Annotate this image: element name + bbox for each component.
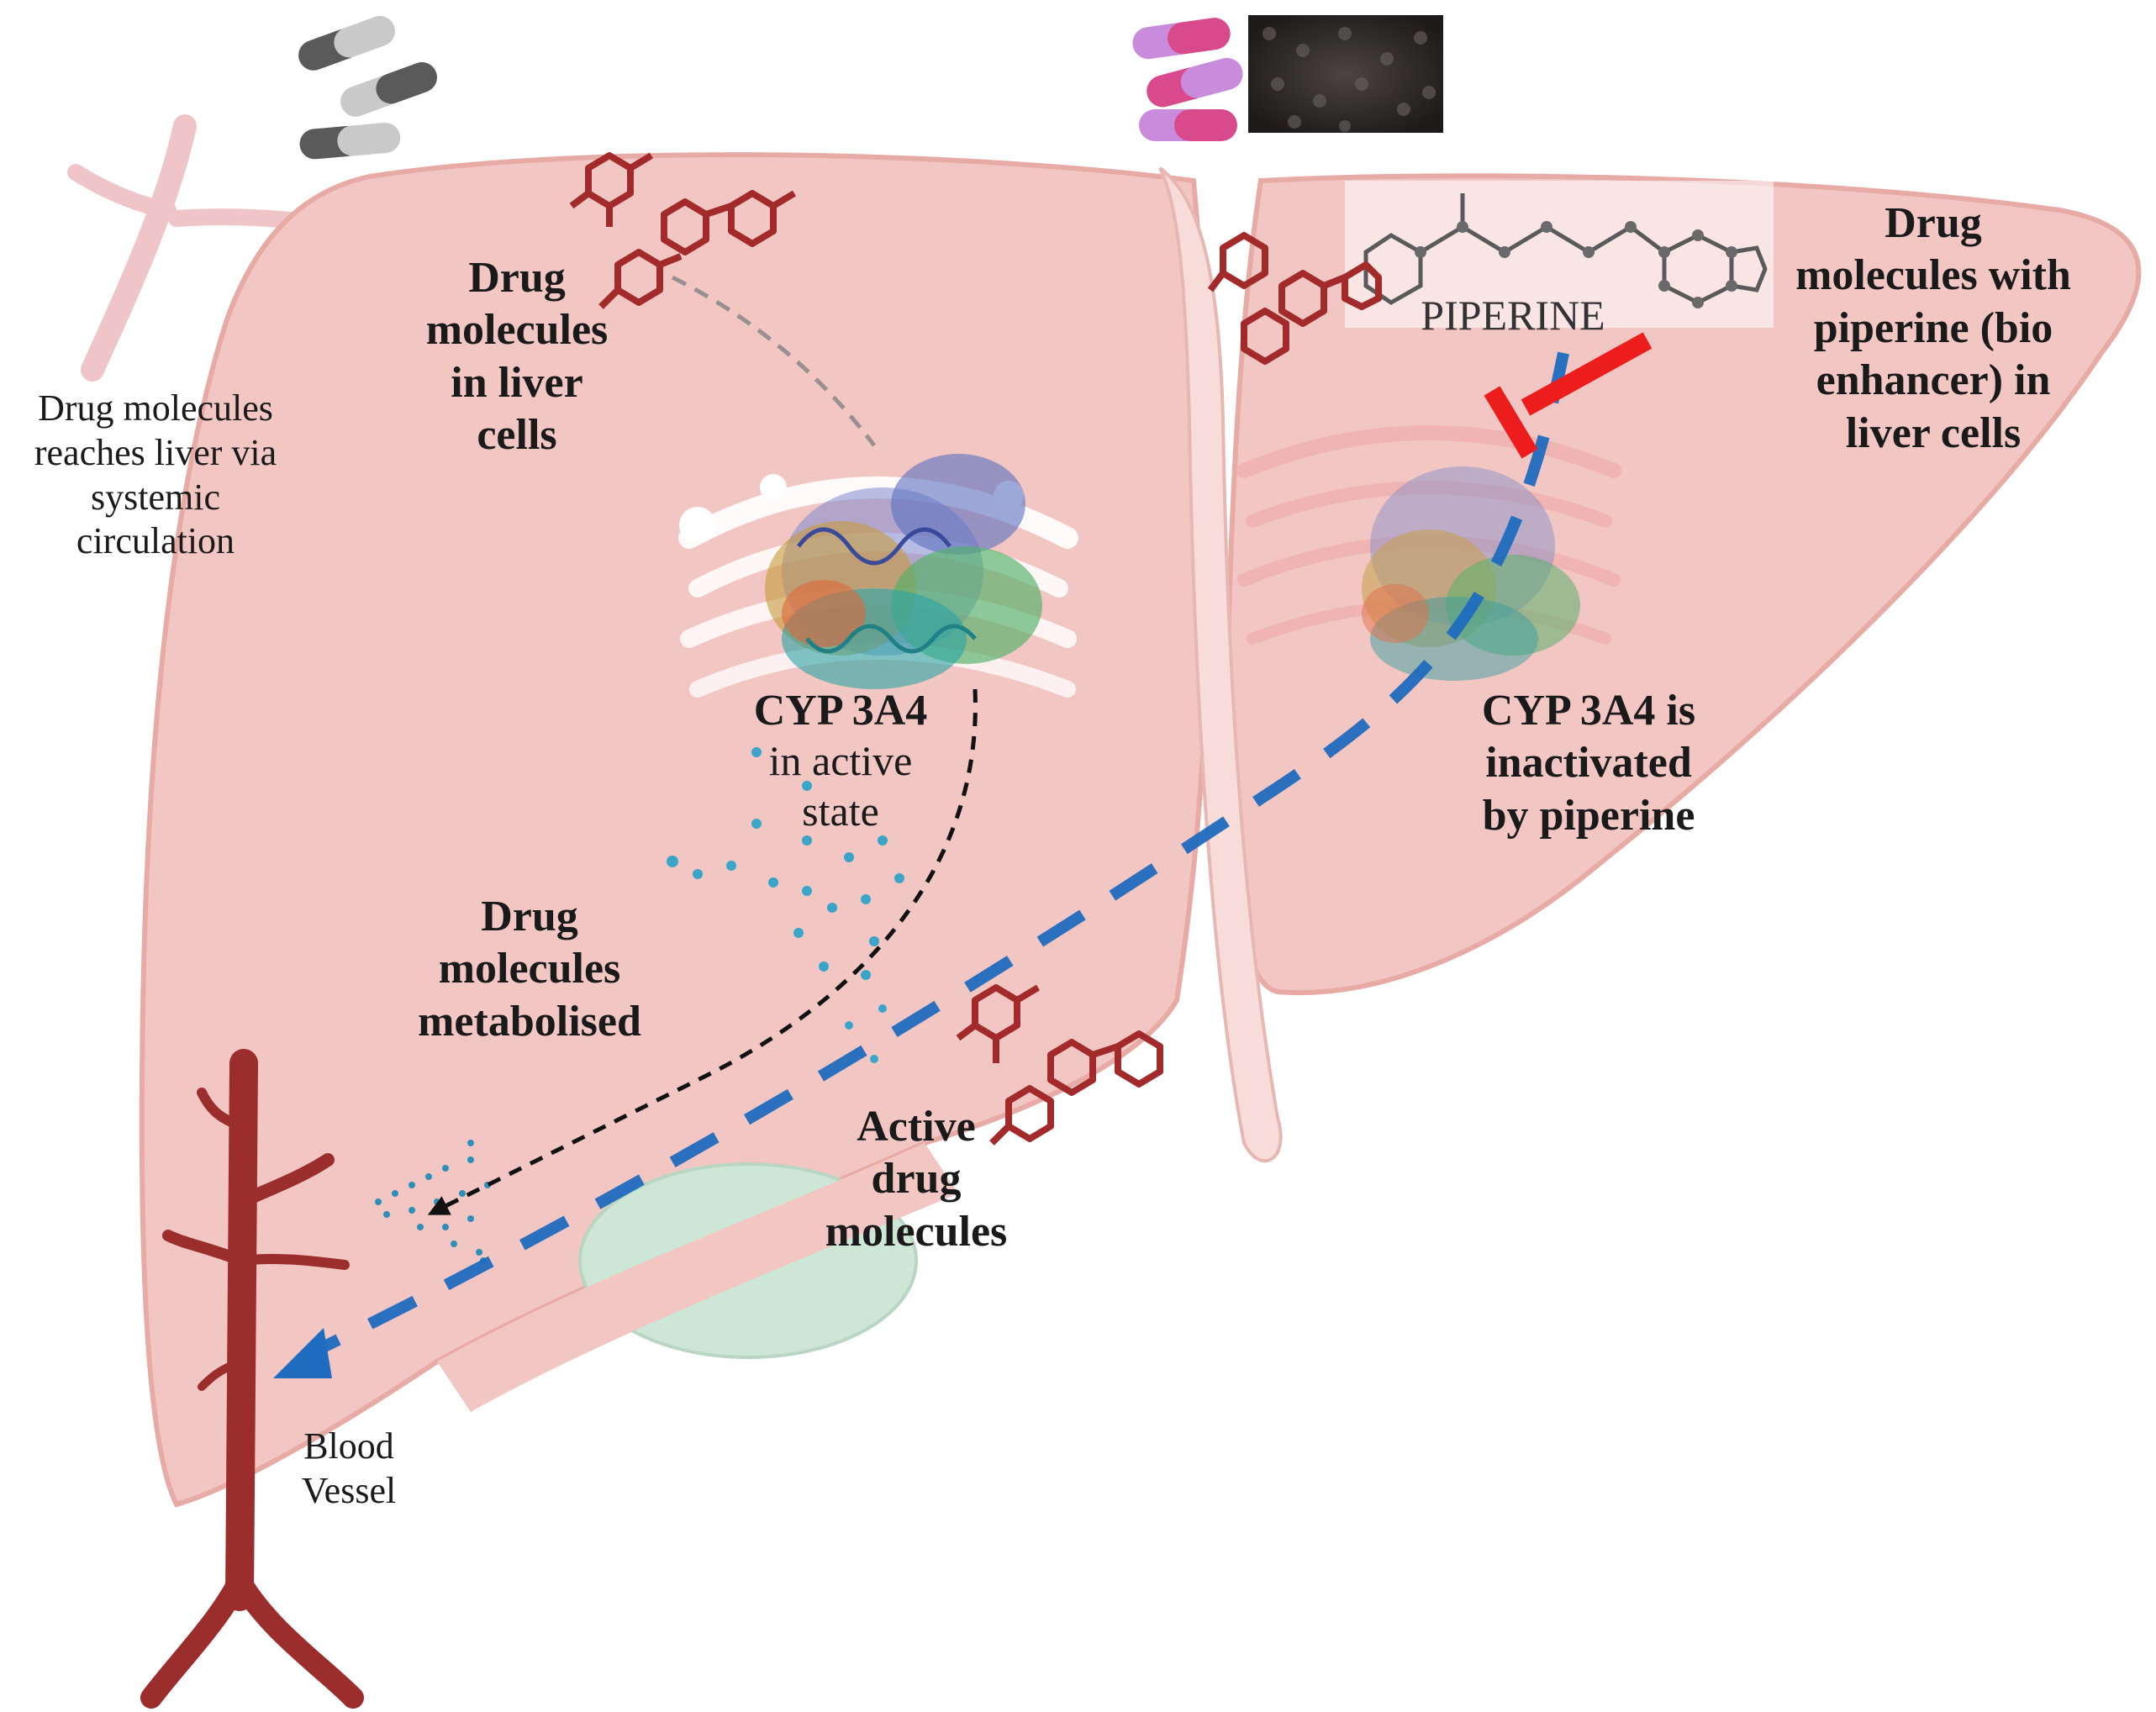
label-line: Vessel bbox=[301, 1469, 397, 1511]
metabolism-path bbox=[427, 688, 978, 1215]
label-line: state bbox=[802, 788, 879, 835]
label-line: Active bbox=[857, 1103, 976, 1151]
bioavailability-arrow bbox=[308, 351, 1569, 1359]
capsule-pills-icon bbox=[298, 16, 438, 160]
label-line: inactivated bbox=[1485, 739, 1692, 788]
systemic-circulation-label: Drug molecules reaches liver via systemi… bbox=[4, 387, 307, 564]
label-line: metabolised bbox=[418, 997, 641, 1046]
metabolised-label: Drug molecules metabolised bbox=[378, 891, 681, 1048]
drug-icon bbox=[956, 984, 1163, 1146]
label-line: PIPERINE bbox=[1421, 292, 1605, 339]
blood-vessel bbox=[140, 1049, 364, 1709]
label-line: drug bbox=[871, 1155, 962, 1204]
capsule-pills-icon bbox=[1132, 18, 1243, 141]
cyp-active-state: in active state bbox=[714, 735, 967, 836]
label-line: reaches liver via bbox=[34, 431, 277, 473]
piperine-name-label: PIPERINE bbox=[1378, 290, 1647, 340]
inhibit-icon bbox=[1484, 332, 1653, 459]
label-line: Drug molecules bbox=[38, 387, 273, 429]
piperine-cells-label: Drug molecules with piperine (bio enhanc… bbox=[1757, 198, 2110, 460]
bioavailability-arrowhead bbox=[273, 1328, 332, 1378]
label-line: Drug bbox=[468, 254, 566, 302]
cyp3a4-protein-inactive bbox=[1362, 466, 1580, 681]
metabolite-cluster-vessel bbox=[375, 1140, 491, 1264]
label-line: molecules bbox=[425, 306, 609, 355]
label-line: Drug bbox=[1885, 199, 1982, 247]
label-line: molecules bbox=[825, 1207, 1008, 1256]
label-line: Drug bbox=[481, 893, 578, 940]
label-line: molecules bbox=[438, 945, 621, 993]
cyp-active-title: CYP 3A4 bbox=[714, 685, 967, 737]
label-line: liver cells bbox=[1845, 408, 2022, 457]
cyp3a4-protein-active bbox=[765, 454, 1042, 689]
label-line: by piperine bbox=[1482, 791, 1695, 840]
blood-vessel-label: Blood Vessel bbox=[269, 1425, 429, 1514]
label-line: CYP 3A4 bbox=[753, 687, 928, 735]
active-drug-label: Active drug molecules bbox=[790, 1101, 1042, 1258]
label-line: molecules with bbox=[1795, 251, 2071, 300]
label-line: in active bbox=[768, 737, 913, 784]
drug-in-liver-cells-label: Drug molecules in liver cells bbox=[395, 252, 639, 462]
piperine-structure bbox=[1345, 181, 1774, 328]
label-line: cells bbox=[477, 411, 557, 460]
cyp-inactivated-label: CYP 3A4 is inactivated by piperine bbox=[1446, 685, 1732, 842]
drug-icon bbox=[1207, 232, 1382, 365]
label-line: piperine (bio bbox=[1813, 303, 2053, 352]
label-line: enhancer) in bbox=[1816, 356, 2051, 405]
black-pepper-seeds-image bbox=[1248, 15, 1443, 133]
label-line: in liver bbox=[451, 358, 583, 407]
label-line: circulation bbox=[76, 520, 235, 562]
uptake-path bbox=[671, 275, 876, 447]
drug-icon bbox=[569, 152, 797, 309]
label-line: Blood bbox=[303, 1425, 394, 1467]
label-line: systemic bbox=[91, 476, 220, 518]
metabolite-dots bbox=[667, 747, 904, 1063]
falciform-ligament bbox=[1158, 166, 1283, 1163]
label-line: CYP 3A4 is bbox=[1481, 687, 1696, 735]
